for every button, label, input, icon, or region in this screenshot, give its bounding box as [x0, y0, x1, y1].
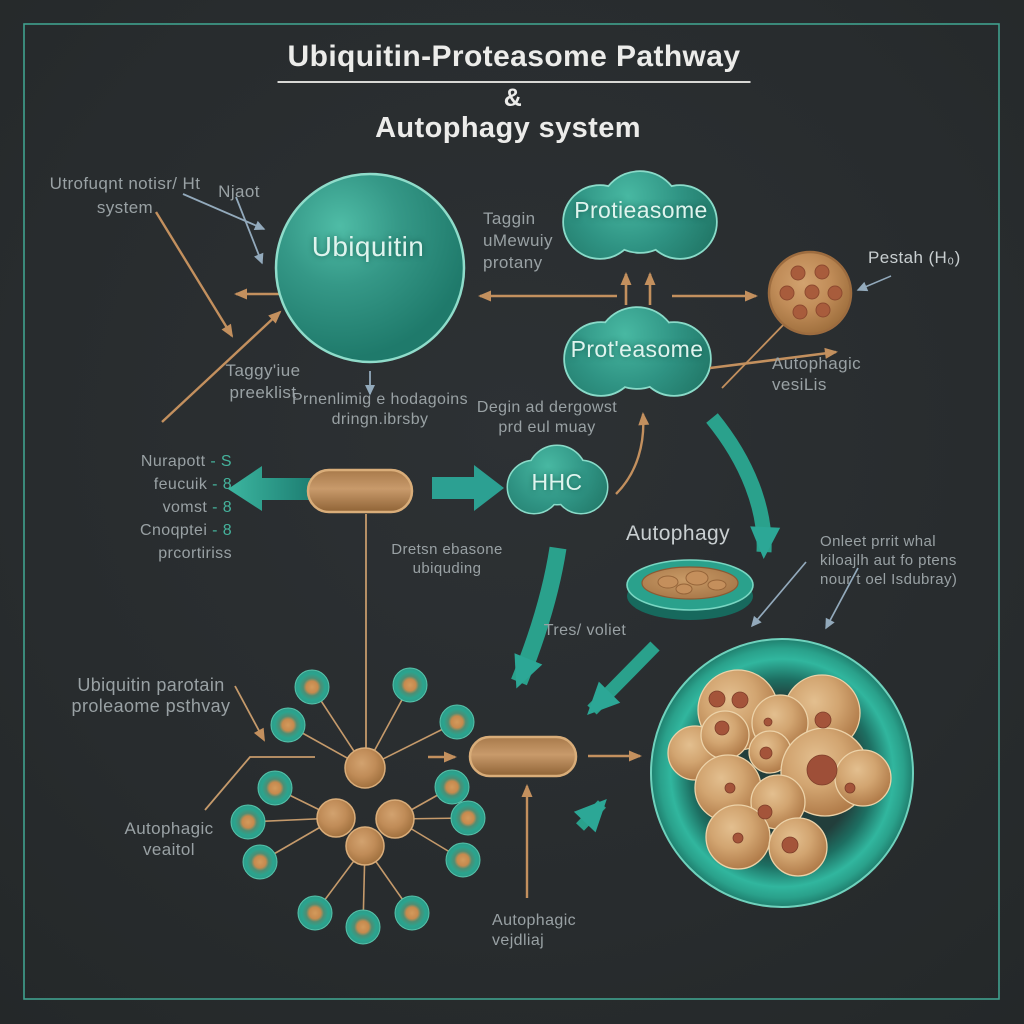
teal-arrow-to-list [228, 466, 312, 511]
label-tagging: Taggin uMewuiy protany [483, 209, 553, 272]
substrate-capsule-bottom [468, 735, 578, 778]
list-item: vomst - 8 [140, 496, 232, 519]
list-item: feucuik - 8 [140, 473, 232, 496]
autophagic-vesicle-top [721, 250, 892, 389]
list-item-text: Nurapott [140, 453, 206, 470]
hhc-shape [506, 444, 609, 515]
protein-list: Nurapott - S feucuik - 8 vomst - 8 Cnoqp… [140, 450, 232, 565]
label-autophagic-vesicles-right: Autophagic vesiLis [772, 354, 862, 394]
label-tres-voliet: Tres/ voliet [543, 622, 627, 639]
label-taggy-preeklist: Taggy'iue preeklist [225, 361, 301, 402]
list-item-text: vomst [162, 499, 208, 516]
frame-border [23, 23, 1000, 1000]
page-subtitle: Autophagy system [375, 112, 641, 144]
list-item-text: Cnoqptei [140, 522, 208, 539]
list-item-value: - 8 [207, 522, 232, 539]
proteasome-top-shape [562, 170, 718, 260]
bottom-capsule-group [428, 735, 642, 898]
label-autophagic-veaitol: Autophagic veaitol [124, 819, 214, 859]
teal-arrow-to-hhc [432, 465, 504, 511]
cell-vesicle-dots [708, 690, 856, 854]
substrate-capsule-mid [306, 468, 414, 514]
label-njaot: Njaot [218, 182, 260, 201]
list-item-text: feucuik [153, 476, 208, 493]
vesicle-network [230, 667, 486, 945]
list-item-value: - 8 [207, 476, 232, 493]
label-degraded: Degin ad dergowst prd eul muay [476, 399, 618, 436]
list-item: prcortiriss [140, 542, 232, 565]
autophagy-dish [626, 559, 754, 620]
autophagosome-cell [650, 638, 914, 908]
list-item-value: - 8 [207, 499, 232, 516]
bottom-left-leaders [204, 685, 315, 811]
list-item: Cnoqptei - 8 [140, 519, 232, 542]
label-ubiquitin-system: Utrofuqnt notisr/ Ht system [49, 174, 201, 217]
ubiquitin-node-shape [274, 172, 466, 364]
cell-blue-arrows [751, 561, 859, 630]
proteasome-arrows [478, 272, 838, 370]
pestah-leader-arrow [856, 275, 892, 292]
list-item-text: prcortiriss [158, 545, 232, 562]
label-autophagic-vejdliaj: Autophagic vejdliaj [492, 912, 577, 949]
top-left-blue-arrows [182, 193, 266, 265]
page-title: Ubiquitin-Proteasome Pathway [277, 40, 751, 83]
proteasome-top-label: Protieasome [574, 197, 708, 223]
proteasome-bottom-shape [563, 306, 712, 397]
network-vesicles [230, 667, 486, 945]
title-ampersand: & [503, 84, 523, 112]
label-arranging: Prnenlimig e hodagoins dringn.ibrsby [291, 391, 469, 428]
label-protein-ebasone: Dretsn ebasone ubiquding [391, 541, 503, 577]
list-item-value: - S [205, 453, 232, 470]
network-aggregates [316, 747, 415, 866]
label-ubiquitin-pathway: Ubiquitin parotain proleaome psthvay [71, 675, 231, 716]
label-pestah: Pestah (H₀) [868, 248, 961, 267]
list-item: Nurapott - S [140, 450, 232, 473]
ubiquitin-node-label: Ubiquitin [311, 231, 425, 262]
hhc-to-proteasome-arrow [615, 412, 650, 495]
autophagy-label: Autophagy [625, 522, 731, 545]
big-teal-arrows [511, 413, 781, 833]
hhc-node-label: HHC [531, 469, 583, 495]
label-onleet: Onleet prrit whal kiloajlh aut fo ptens … [820, 533, 958, 588]
proteasome-bottom-label: Prot'easome [570, 336, 704, 362]
